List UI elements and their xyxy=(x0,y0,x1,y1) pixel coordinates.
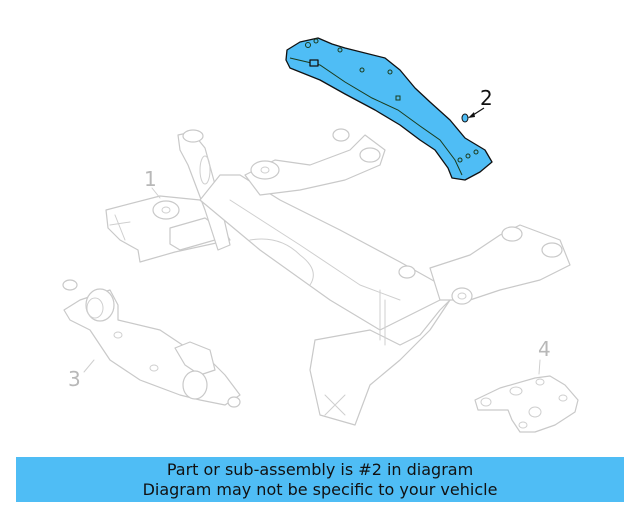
info-banner: Part or sub-assembly is #2 in diagram Di… xyxy=(16,457,624,502)
callout-4[interactable]: 4 xyxy=(538,337,551,361)
part-3-crossmember[interactable]: 3 xyxy=(62,279,241,408)
part-1-subframe[interactable]: 1 xyxy=(105,128,571,426)
part-2-bracket[interactable]: 2 xyxy=(285,37,493,181)
callout-3[interactable]: 3 xyxy=(68,367,81,391)
banner-line-2: Diagram may not be specific to your vehi… xyxy=(142,479,498,499)
callout-1[interactable]: 1 xyxy=(144,167,157,191)
part-4-plate[interactable]: 4 xyxy=(474,337,579,433)
callout-2[interactable]: 2 xyxy=(480,86,493,110)
banner-line-1: Part or sub-assembly is #2 in diagram xyxy=(166,459,474,479)
